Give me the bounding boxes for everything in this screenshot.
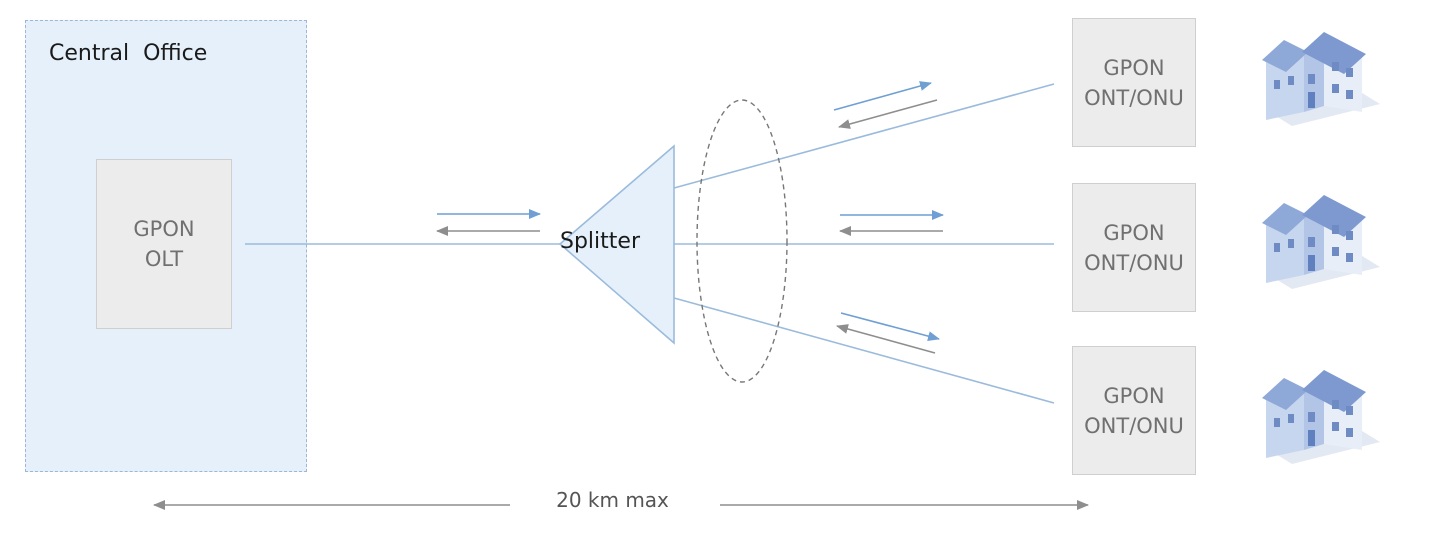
splitter-label: Splitter	[560, 229, 640, 254]
distance-label: 20 km max	[556, 488, 669, 512]
gpon-olt-box: GPON OLT	[96, 159, 232, 329]
house-icon	[1262, 195, 1380, 289]
downstream-arrow-bottom	[840, 312, 940, 342]
ont-3-label-line1: GPON	[1103, 383, 1165, 408]
ont-3-label-line2: ONT/ONU	[1084, 413, 1184, 438]
branch-fiber-line-bottom	[673, 297, 1055, 404]
olt-label-line1: GPON	[133, 217, 195, 241]
central-office-label: Central Office	[49, 41, 208, 66]
gpon-ont-box-1: GPON ONT/ONU	[1072, 18, 1196, 147]
ont-2-label-line1: GPON	[1103, 220, 1165, 245]
ont-2-label-line2: ONT/ONU	[1084, 250, 1184, 275]
house-icon	[1262, 32, 1380, 126]
downstream-arrow-top	[833, 81, 932, 111]
gpon-ont-box-2: GPON ONT/ONU	[1072, 183, 1196, 312]
upstream-arrow-top	[838, 99, 938, 129]
gpon-ont-box-3: GPON ONT/ONU	[1072, 346, 1196, 475]
branch-fiber-line-top	[673, 83, 1055, 189]
house-icon	[1262, 370, 1380, 464]
ont-1-label-line2: ONT/ONU	[1084, 85, 1184, 110]
upstream-arrow-bottom	[836, 324, 936, 354]
ont-1-label-line1: GPON	[1103, 55, 1165, 80]
olt-label-line2: OLT	[144, 247, 184, 271]
split-group-ellipse	[696, 99, 788, 383]
